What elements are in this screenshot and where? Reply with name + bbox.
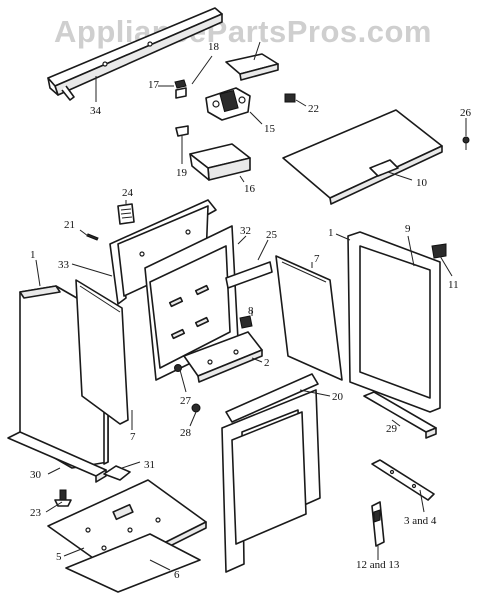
part-11-clip[interactable] — [431, 243, 447, 259]
part-upper-bracket[interactable] — [225, 53, 279, 81]
part-15-switch[interactable] — [205, 87, 251, 121]
callout-8: 8 — [248, 305, 254, 317]
part-25-strip[interactable] — [225, 261, 273, 289]
callout-labels: 34 18 17 22 15 19 16 10 26 24 21 33 32 2… — [30, 41, 472, 581]
part-24-label[interactable] — [117, 203, 135, 225]
callout-15: 15 — [264, 123, 276, 135]
callout-30: 30 — [30, 469, 42, 481]
part-22-connector[interactable] — [284, 93, 296, 103]
part-1-9-right-side-panel[interactable] — [347, 231, 441, 413]
callout-12-and-13: 12 and 13 — [356, 559, 400, 571]
callout-9: 9 — [405, 223, 411, 235]
callout-21: 21 — [64, 219, 75, 231]
part-12-13-hinge[interactable] — [371, 501, 385, 547]
callout-22: 22 — [308, 103, 319, 115]
part-16-box[interactable] — [189, 143, 251, 181]
part-7-right-liner[interactable] — [275, 255, 343, 381]
callout-28: 28 — [180, 427, 192, 439]
part-10-top-panel[interactable] — [282, 109, 443, 205]
callout-31: 31 — [144, 459, 155, 471]
part-29-rail[interactable] — [363, 391, 437, 439]
callout-1-right: 1 — [328, 227, 334, 239]
callout-24: 24 — [122, 187, 134, 199]
part-31-bracket[interactable] — [103, 465, 131, 481]
part-27-grommet[interactable] — [174, 364, 182, 372]
callout-19: 19 — [176, 167, 188, 179]
callout-2: 2 — [264, 357, 270, 369]
callout-18: 18 — [208, 41, 220, 53]
part-7-left-liner[interactable] — [75, 279, 129, 425]
part-23-foot[interactable] — [54, 489, 72, 507]
callout-33: 33 — [58, 259, 70, 271]
callout-10: 10 — [416, 177, 428, 189]
callout-6: 6 — [174, 569, 180, 581]
part-8-fitting[interactable] — [239, 315, 253, 329]
callout-20: 20 — [332, 391, 344, 403]
callout-32: 32 — [240, 225, 251, 237]
callout-1-left: 1 — [30, 249, 36, 261]
callout-11: 11 — [448, 279, 459, 291]
callout-7-right: 7 — [314, 253, 320, 265]
callout-7-left: 7 — [130, 431, 136, 443]
part-19-clip[interactable] — [175, 125, 189, 137]
callout-3-and-4: 3 and 4 — [404, 515, 437, 527]
part-33-rear-panel[interactable] — [109, 199, 217, 305]
callout-29: 29 — [386, 423, 398, 435]
callout-27: 27 — [180, 395, 192, 407]
callout-26: 26 — [460, 107, 472, 119]
part-6-base-plate[interactable] — [65, 533, 201, 593]
part-28-nut[interactable] — [191, 403, 201, 413]
part-34-rail[interactable] — [47, 7, 223, 101]
part-32-back-liner[interactable] — [144, 225, 239, 381]
callout-16: 16 — [244, 183, 256, 195]
part-20-front-frame[interactable] — [221, 373, 321, 573]
part-26-screw[interactable] — [462, 136, 470, 150]
part-3-4-slide[interactable] — [371, 459, 435, 501]
callout-17: 17 — [148, 79, 160, 91]
part-21-screw[interactable] — [86, 233, 99, 241]
part-17-18-clip[interactable] — [174, 79, 187, 99]
part-30-trim[interactable] — [7, 431, 107, 483]
part-2-base[interactable] — [183, 331, 263, 383]
leader-lines — [35, 41, 467, 571]
callout-5: 5 — [56, 551, 62, 563]
callout-23: 23 — [30, 507, 42, 519]
watermark: AppliancePartsPros.com — [54, 14, 432, 49]
callout-34: 34 — [90, 105, 102, 117]
callout-25: 25 — [266, 229, 278, 241]
